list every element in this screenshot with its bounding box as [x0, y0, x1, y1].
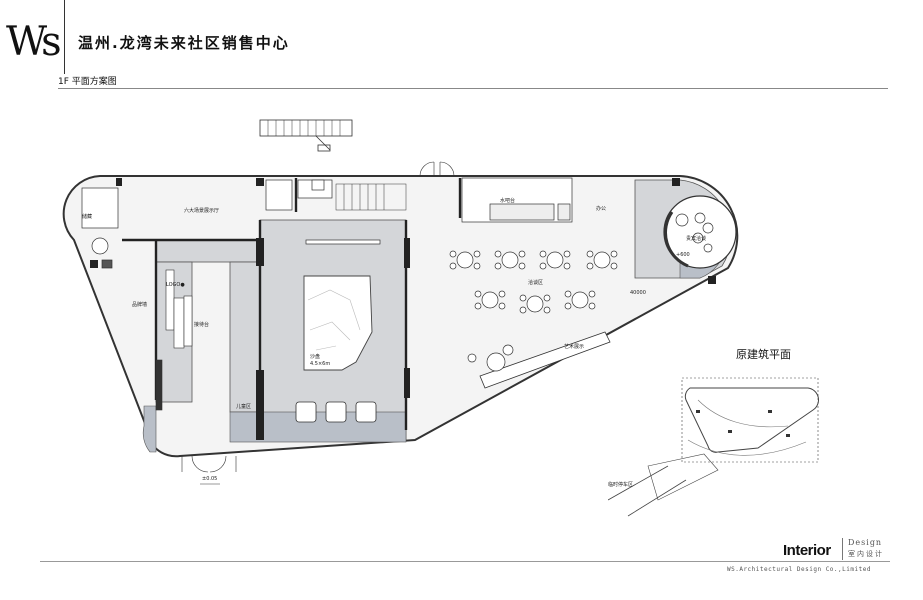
brand-divider	[842, 538, 843, 560]
stair-inner	[335, 183, 407, 211]
label-office: 办公	[596, 205, 606, 212]
label-water-bar: 水吧台	[500, 197, 515, 204]
art-bench	[479, 331, 611, 389]
label-vip-room: 贵宾洽谈	[686, 235, 706, 242]
label-art-display: 艺术展示	[564, 343, 584, 350]
sand-table-roads	[307, 289, 361, 351]
top-stair	[259, 119, 353, 152]
original-plan-drawing: 临时停车区	[608, 377, 819, 517]
page-subtitle: 1F 平面方案图	[58, 77, 117, 87]
lounge-seats	[467, 344, 514, 372]
original-plan-title: 原建筑平面	[736, 348, 791, 361]
label-curve: +600	[676, 252, 690, 258]
label-kids: 儿童区	[236, 403, 251, 410]
label-negotiation: 洽谈区	[528, 279, 543, 286]
label-sand-table: 沙盘	[310, 353, 320, 360]
left-rooms	[81, 187, 119, 269]
label-level-bottom: ±0.05	[202, 476, 217, 482]
sand-table	[303, 275, 373, 371]
brand-sub-en: Design	[848, 538, 883, 547]
display-shelves	[155, 269, 193, 411]
label-logo: LOGO●	[166, 282, 185, 288]
brand-name: Interior	[783, 542, 831, 559]
vip-room	[663, 195, 737, 269]
floor-plan: 六大场景展示厅 LOGO● 接待台 沙盘 4.5×6m 水吧台 洽谈区 贵宾洽谈…	[62, 119, 739, 485]
negotiation-tables	[449, 250, 618, 314]
service-rooms	[265, 177, 573, 223]
company-name: WS.Architectural Design Co.,Limited	[727, 566, 871, 573]
footer-rule	[40, 561, 890, 562]
label-storage: 储藏	[82, 213, 92, 220]
model-blocks	[295, 401, 377, 423]
label-front-desk: 接待台	[194, 321, 209, 328]
entrance-door	[181, 455, 237, 473]
top-door	[419, 161, 455, 177]
header-rule	[58, 88, 888, 89]
label-exhibit-wall: 品牌墙	[132, 301, 147, 308]
ws-logo: Ws	[6, 19, 62, 65]
label-sand-area: 4.5×6m	[310, 361, 330, 367]
page-title: 温州.龙湾未来社区销售中心	[78, 34, 290, 52]
label-dim-right: 40000	[630, 290, 646, 296]
display-bar	[305, 239, 381, 245]
label-exhibition-hall: 六大场景展示厅	[184, 207, 219, 214]
brand-sub-cn: 室内设计	[848, 550, 884, 558]
original-plan-road-label: 临时停车区	[608, 481, 633, 488]
header-divider	[64, 0, 65, 74]
